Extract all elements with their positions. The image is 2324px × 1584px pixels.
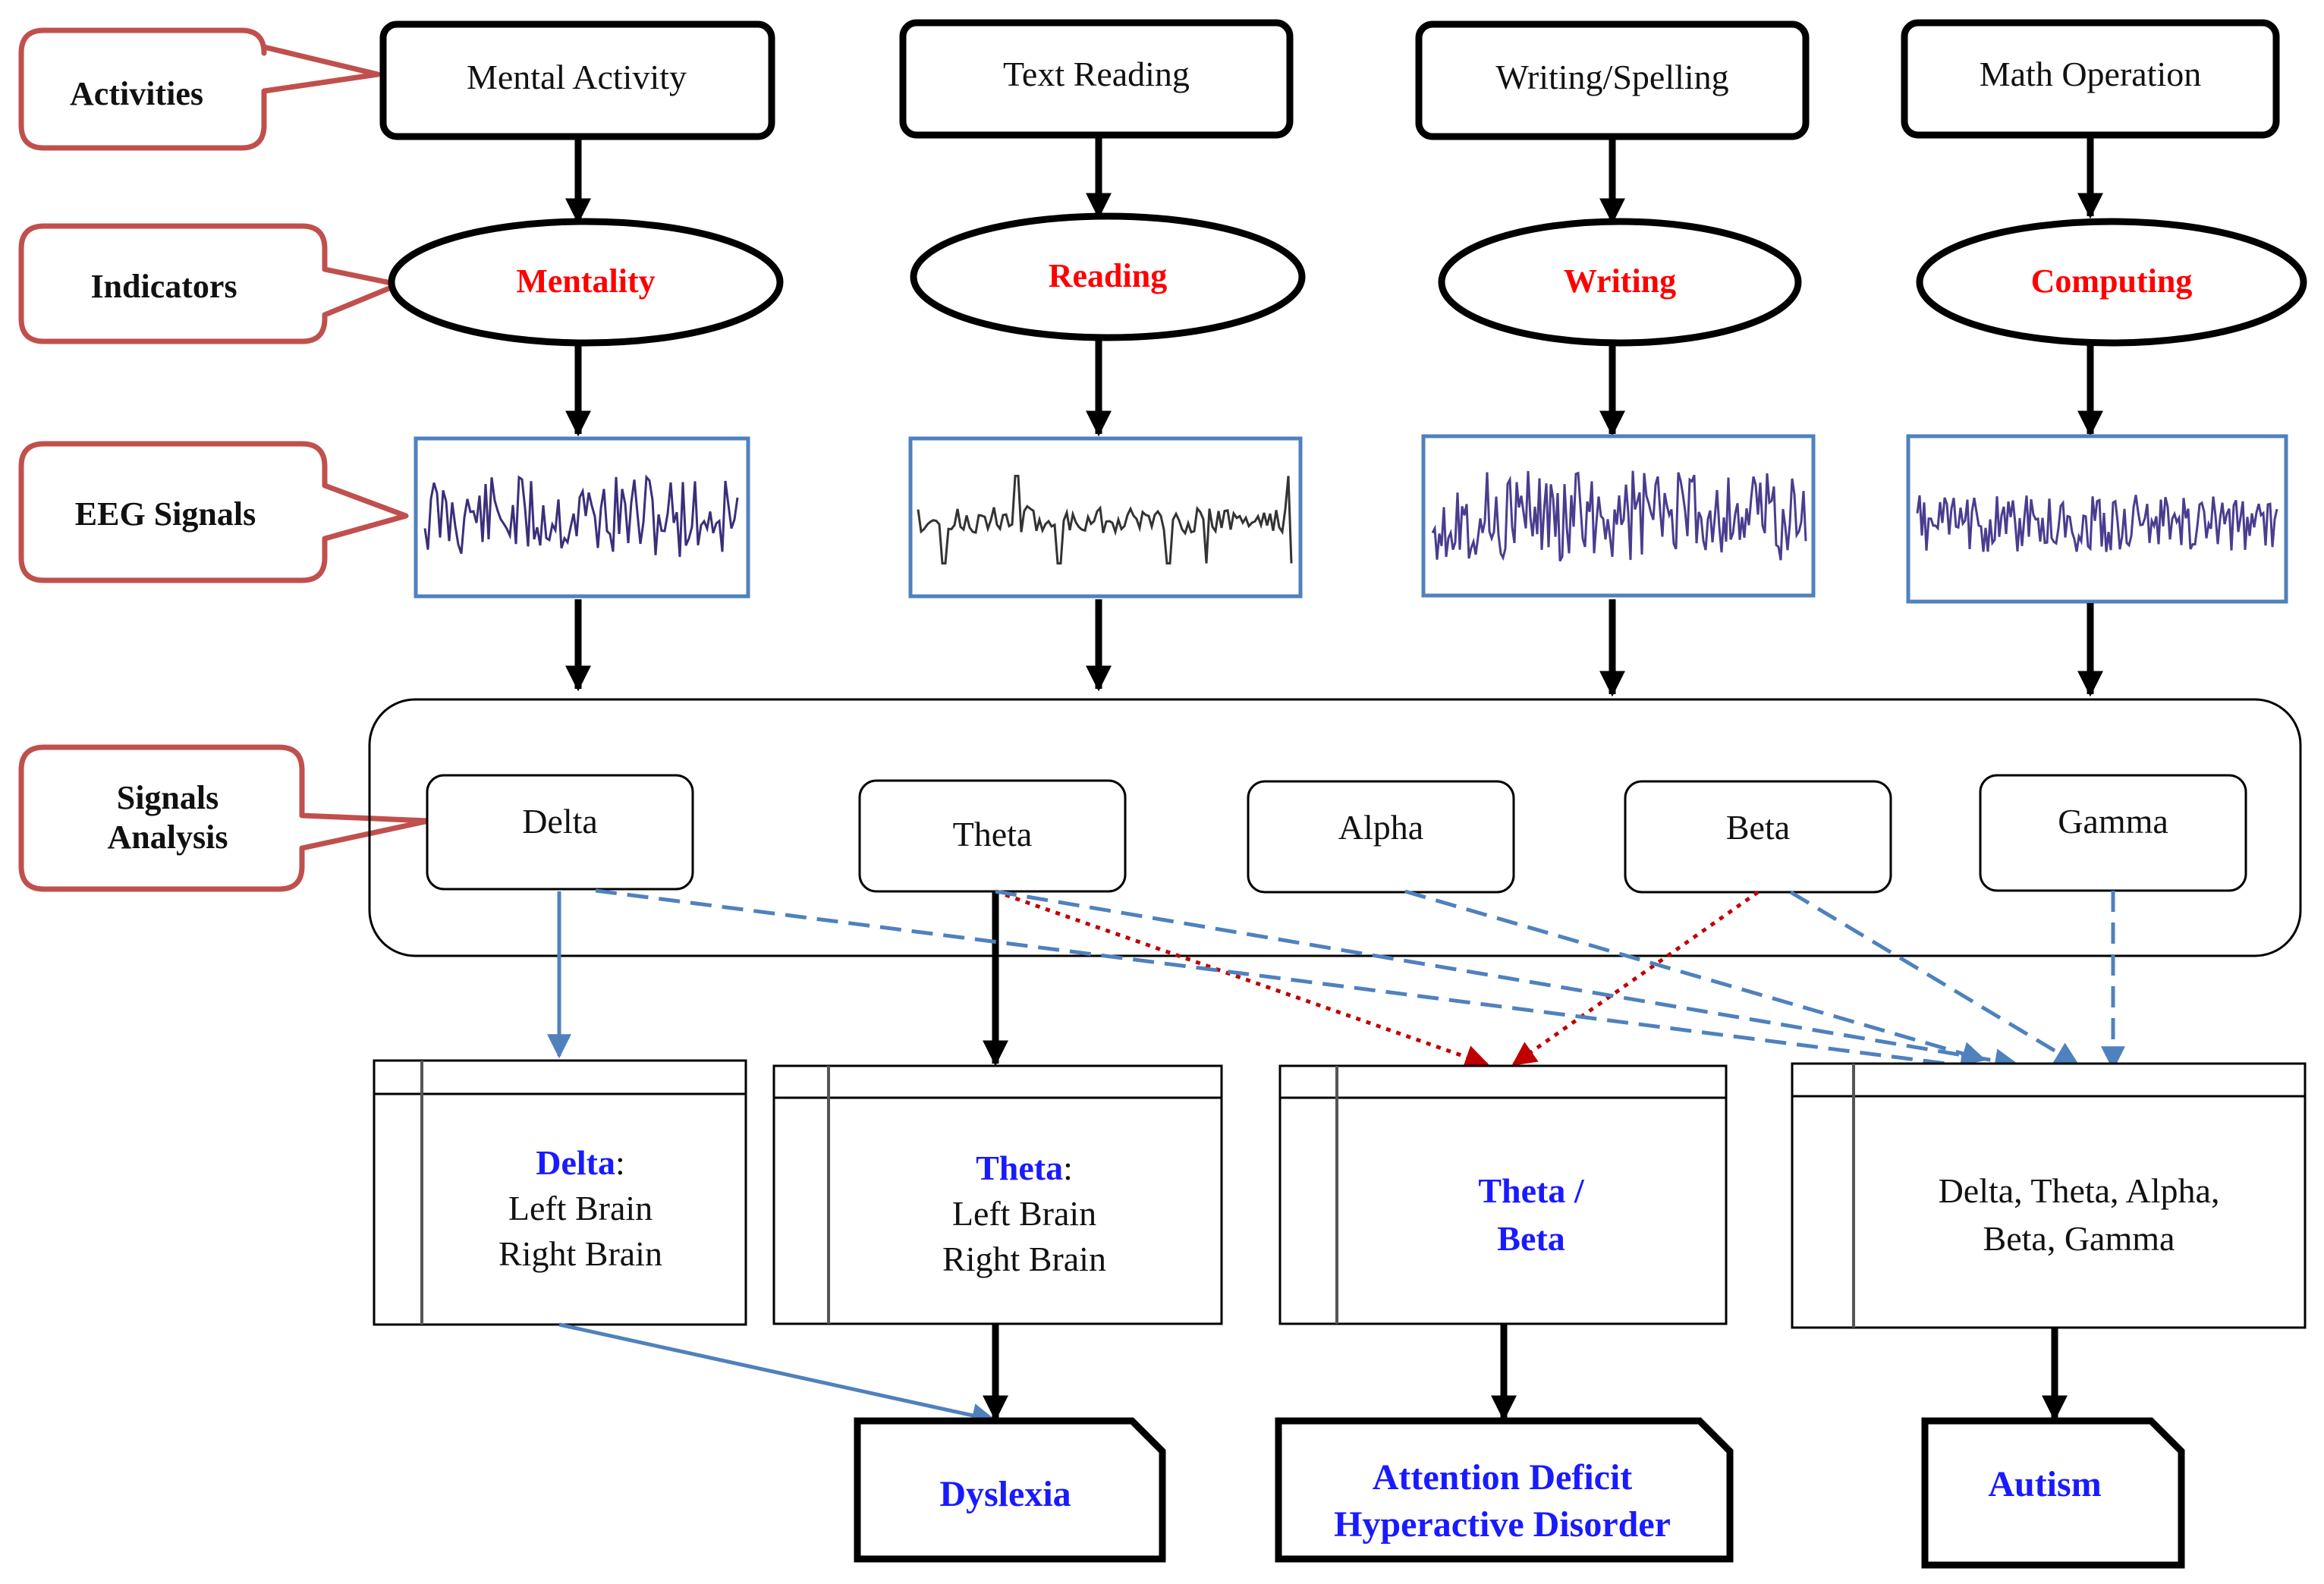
result-theta-title: Theta <box>976 1149 1063 1187</box>
band-alpha-label: Alpha <box>1338 808 1423 847</box>
disorder-autism-label: Autism <box>1988 1464 2101 1504</box>
band-gamma: Gamma <box>1979 774 2247 892</box>
indicator-reading-label: Reading <box>1049 257 1167 294</box>
disorder-dyslexia: Dyslexia <box>854 1417 1166 1563</box>
result-delta-line2: Right Brain <box>498 1234 662 1273</box>
band-connectors <box>547 888 2125 1078</box>
result-theta: Theta: Left Brain Right Brain <box>772 1064 1223 1325</box>
eeg-signal-math <box>1906 434 2288 604</box>
indicator-computing: Computing <box>1916 218 2307 347</box>
arrow-alpha-to-autism-result <box>1404 889 1987 1066</box>
activity-text-reading-label: Text Reading <box>1003 55 1190 93</box>
activity-mental-activity-label: Mental Activity <box>467 58 687 96</box>
band-theta: Theta <box>858 779 1127 893</box>
callout-indicators-label: Indicators <box>90 268 237 305</box>
disorder-autism: Autism <box>1921 1417 2185 1569</box>
disorder-adhd-line1: Attention Deficit <box>1373 1457 1633 1498</box>
result-delta: Delta: Left Brain Right Brain <box>373 1059 747 1326</box>
indicator-mentality-label: Mentality <box>516 262 655 300</box>
eeg-signal-mental <box>414 436 750 599</box>
activity-mental-activity: Mental Activity <box>379 20 775 140</box>
arrows-indicator-to-signal <box>565 338 2103 437</box>
result-theta-beta-line2: Beta <box>1497 1219 1565 1258</box>
disorder-adhd: Attention Deficit Hyperactive Disorder <box>1275 1417 1734 1563</box>
activity-writing-spelling: Writing/Spelling <box>1415 20 1810 140</box>
indicator-writing: Writing <box>1438 218 1802 347</box>
callout-eeg-signals-label: EEG Signals <box>75 495 256 533</box>
callout-signals-analysis-line2: Analysis <box>108 819 228 856</box>
arrow-delta-result-to-dyslexia <box>558 1322 997 1428</box>
result-theta-line2: Right Brain <box>942 1240 1106 1278</box>
result-all-bands-line1: Delta, Theta, Alpha, <box>1939 1171 2220 1210</box>
disorder-adhd-line2: Hyperactive Disorder <box>1334 1504 1671 1545</box>
indicator-writing-label: Writing <box>1564 262 1676 300</box>
arrow-delta-to-autism-result <box>595 888 1985 1078</box>
indicator-computing-label: Computing <box>2031 262 2193 300</box>
result-theta-beta-line1: Theta / <box>1478 1171 1585 1210</box>
result-all-bands: Delta, Theta, Alpha, Beta, Gamma <box>1791 1062 2307 1329</box>
disorder-dyslexia-label: Dyslexia <box>939 1474 1071 1514</box>
callout-signals-analysis-line1: Signals <box>117 779 219 816</box>
arrow-theta-to-autism-result <box>995 889 2020 1073</box>
callout-indicators: Indicators <box>18 223 401 344</box>
result-theta-beta: Theta / Beta <box>1278 1064 1728 1325</box>
arrow-beta-to-adhd-result <box>1511 890 1760 1067</box>
indicator-reading: Reading <box>910 212 1306 341</box>
activity-text-reading: Text Reading <box>899 19 1294 139</box>
arrow-beta-to-autism-result <box>1789 890 2080 1067</box>
result-delta-line1: Left Brain <box>508 1189 653 1227</box>
activity-writing-spelling-label: Writing/Spelling <box>1495 58 1728 96</box>
callout-eeg-signals: EEG Signals <box>18 441 409 583</box>
band-beta-label: Beta <box>1726 808 1790 847</box>
band-delta: Delta <box>426 774 694 891</box>
band-beta: Beta <box>1624 780 1892 894</box>
arrows-signal-to-analysis <box>565 599 2103 697</box>
callout-activities: Activities <box>18 27 381 151</box>
activity-math-operation: Math Operation <box>1901 19 2280 139</box>
activity-math-operation-label: Math Operation <box>1980 55 2202 93</box>
arrows-activity-to-indicator <box>565 135 2103 225</box>
arrow-theta-to-adhd-result <box>995 889 1490 1069</box>
result-all-bands-line2: Beta, Gamma <box>1983 1219 2175 1258</box>
result-theta-line1: Left Brain <box>952 1194 1096 1233</box>
svg-text:Delta:: Delta: <box>536 1143 625 1182</box>
band-gamma-label: Gamma <box>2058 802 2168 841</box>
band-delta-label: Delta <box>522 802 598 841</box>
eeg-signal-reading <box>908 436 1303 599</box>
result-delta-colon: : <box>615 1143 625 1182</box>
band-alpha: Alpha <box>1247 780 1515 894</box>
indicator-mentality: Mentality <box>388 218 784 347</box>
result-theta-colon: : <box>1063 1149 1073 1187</box>
band-theta-label: Theta <box>953 815 1033 853</box>
callout-signals-analysis: Signals Analysis <box>18 744 432 892</box>
result-delta-title: Delta <box>536 1143 615 1182</box>
eeg-signal-writing <box>1421 434 1816 598</box>
callout-activities-label: Activities <box>70 75 203 112</box>
signals-analysis-container <box>368 698 2302 957</box>
arrows-result-to-disorder <box>558 1322 2068 1428</box>
svg-text:Theta:: Theta: <box>976 1149 1073 1187</box>
